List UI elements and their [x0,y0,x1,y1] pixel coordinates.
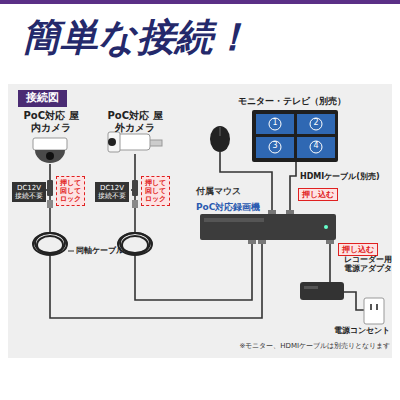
power-adapter [300,282,344,300]
recorder [200,210,336,244]
mouse-label: 付属マウス [196,186,241,196]
node-text: 接続図 [26,92,59,105]
coax-coils [33,233,152,255]
screen-number: 2 [311,118,321,127]
dc-note-box: DC12V 接続不要 [95,182,129,202]
dome-camera [33,138,67,163]
outlet-label: 電源コンセント [334,326,390,335]
push-note-box: 押し込む [338,243,378,256]
recorder-label: PoC対応録画機 [196,202,260,212]
node-text: 押して 回して ロック [144,179,167,203]
page-title: 簡単な接続！ [22,16,251,60]
top-band [0,0,400,4]
lock-note-box: 押して 回して ロック [56,176,85,206]
node-text: 押し込む [302,190,334,199]
dc-note-box: DC12V 接続不要 [12,182,46,202]
bullet-camera [108,132,162,152]
cable-label: 同軸ケーブル [76,246,124,255]
section-tag: 接続図 [18,90,67,107]
footnote: ※モニター、HDMIケーブルは別売りとなります [239,342,390,350]
camera-label: PoC対応 屋内カメラ [22,110,80,133]
camera-label: PoC対応 屋外カメラ [106,110,164,133]
monitor-label: モニター・テレビ（別売） [238,96,346,106]
node-text: DC12V 接続不要 [14,184,44,200]
label-arrow [68,251,74,252]
node-text: 押して 回して ロック [59,179,82,203]
panel [8,84,392,358]
adapter-label: レコーダー用 電源アダプタ [344,256,396,273]
screen-number: 1 [270,118,280,127]
outlet [364,298,384,324]
push-note-box: 押し込む [298,188,338,201]
mouse [210,126,230,152]
node-text: DC12V 接続不要 [97,184,127,200]
screen-number: 4 [311,141,321,150]
monitor [252,110,338,162]
screen-number: 3 [270,141,280,150]
node-text: 押し込む [342,245,374,254]
cable-label: HDMIケーブル(別売) [300,172,380,181]
lock-note-box: 押して 回して ロック [141,176,170,206]
